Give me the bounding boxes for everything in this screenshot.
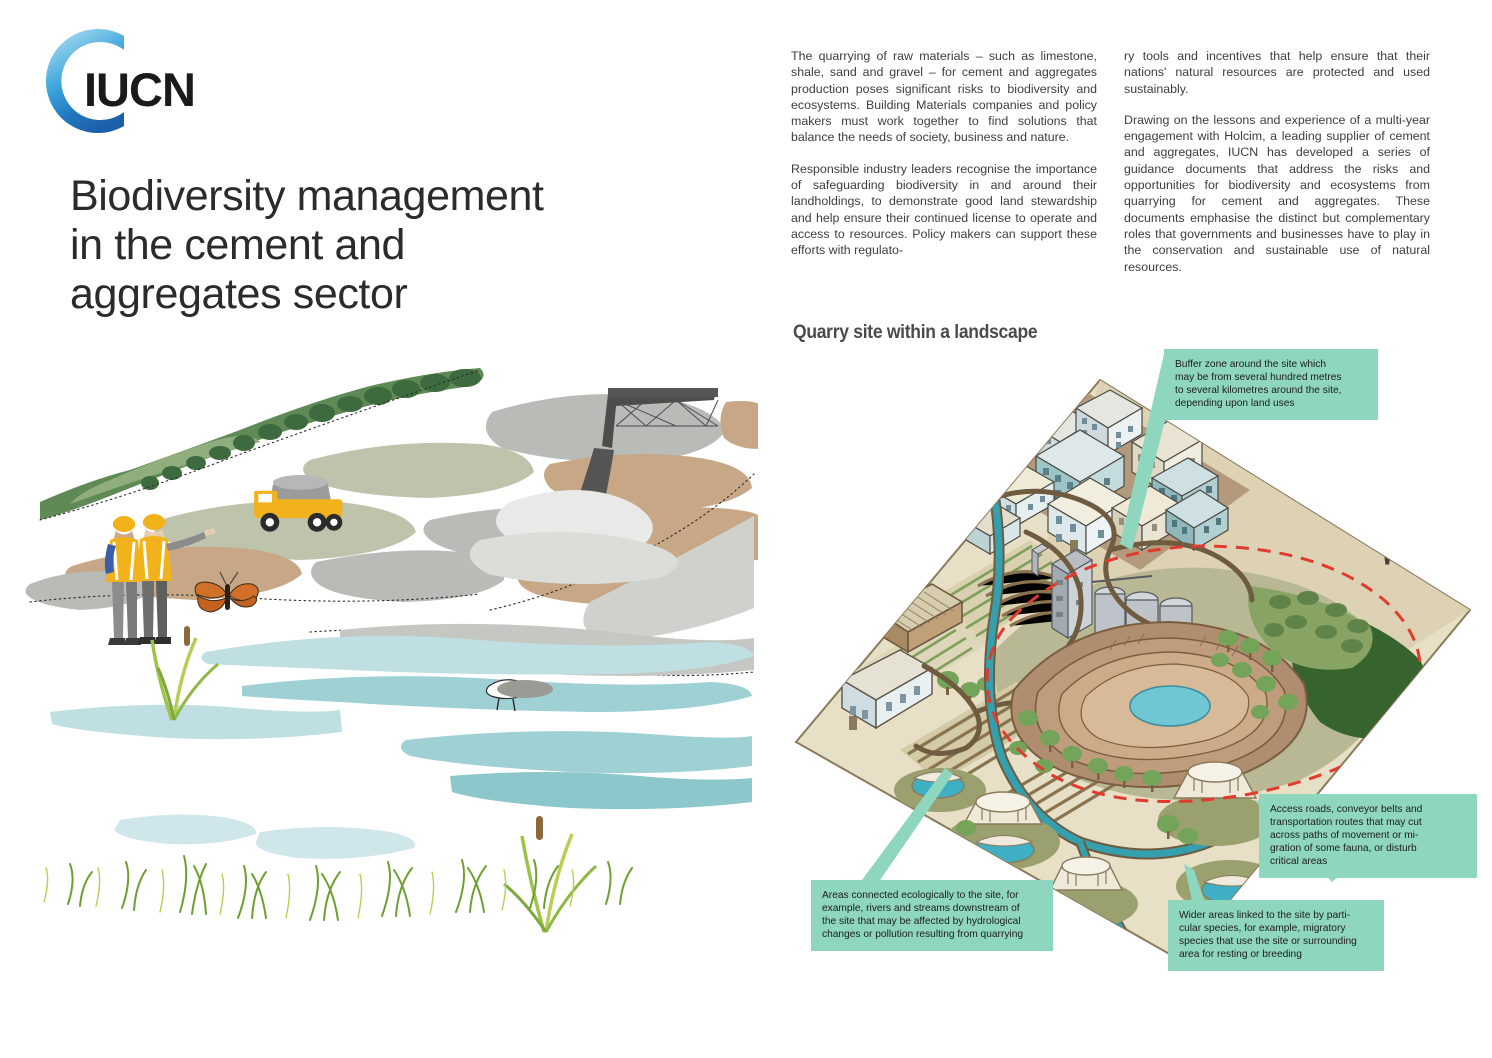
paragraph: The quarrying of raw materials – such as…: [791, 49, 1097, 145]
dump-truck-icon: [254, 475, 343, 532]
ridge-trees: [141, 369, 481, 490]
paragraph: ry tools and incentives that help ensure…: [1124, 49, 1430, 96]
iucn-c-ring-icon: [45, 29, 124, 134]
callout-line: example, rivers and streams downstream o…: [822, 903, 1020, 915]
page-title: Biodiversity management in the cement an…: [70, 172, 710, 319]
title-line-2: in the cement and: [70, 221, 406, 269]
site-boundary-dashed: [985, 544, 1422, 804]
wetland-pools: [50, 636, 755, 859]
callout-line: changes or pollution resulting from quar…: [822, 929, 1024, 941]
callout-buffer-zone: Buffer zone around the site which may be…: [1164, 349, 1378, 421]
rock-small: [497, 680, 553, 698]
callout-line: transportation routes that may cut: [1270, 817, 1422, 829]
callout-line: cular species, for example, migratory: [1179, 923, 1346, 935]
paragraph: Drawing on the lessons and experience of…: [1124, 112, 1430, 274]
conveyor-stacker-icon: [576, 388, 719, 504]
iucn-wordmark: IUCN: [84, 63, 196, 116]
callout-line: across paths of movement or mi-: [1270, 830, 1419, 842]
quarry-wetland-illustration: [25, 368, 758, 933]
forest-canopy-blobs: [1264, 591, 1369, 653]
section-heading: Quarry site within a landscape: [793, 322, 1038, 343]
foreground-grass-light: [43, 867, 575, 919]
callout-line: species that use the site or surrounding: [1179, 936, 1357, 948]
butterfly-icon: [194, 571, 259, 613]
callout-line: Wider areas linked to the site by parti-: [1179, 910, 1350, 921]
callout-wider-areas: Wider areas linked to the site by parti-…: [1168, 900, 1384, 972]
callout-line: gration of some fauna, or disturb: [1270, 843, 1417, 855]
quarry-pond: [1129, 685, 1211, 727]
body-column-right: ry tools and incentives that help ensure…: [1124, 48, 1430, 290]
callout-line: the site that may be affected by hydrolo…: [822, 916, 1021, 928]
callout-line: depending upon land uses: [1175, 398, 1295, 410]
callout-line: area for resting or breeding: [1179, 949, 1302, 961]
surveyor-pair: [104, 514, 216, 645]
farmhouse-icon: [840, 649, 934, 730]
callout-line: may be from several hundred metres: [1175, 372, 1342, 384]
quarry-pit: [1010, 620, 1308, 788]
callout-line: to several kilometres around the site,: [1175, 385, 1342, 397]
scree-slope: [583, 516, 754, 642]
reeds-center: [503, 816, 598, 933]
callout-line: critical areas: [1270, 856, 1328, 868]
callout-access-roads: Access roads, conveyor belts and transpo…: [1259, 794, 1477, 879]
iucn-logo: IUCN: [36, 22, 196, 142]
body-column-left: The quarrying of raw materials – such as…: [791, 48, 1097, 274]
site-trees: [1009, 630, 1298, 792]
roads: [913, 488, 1255, 756]
callout-line: Areas connected ecologically to the site…: [822, 890, 1019, 901]
foreground-grass: [67, 855, 633, 921]
callout-connected-areas: Areas connected ecologically to the site…: [811, 880, 1053, 952]
paragraph: Responsible industry leaders recognise t…: [791, 161, 1097, 258]
barn-icon: [876, 583, 964, 654]
quarry-landscape-map: [794, 354, 1472, 962]
title-line-3: aggregates sector: [70, 270, 408, 318]
callout-line: Access roads, conveyor belts and: [1270, 804, 1423, 815]
stockpile-2: [469, 531, 678, 585]
title-line-1: Biodiversity management: [70, 172, 544, 220]
callout-line: Buffer zone around the site which: [1175, 359, 1327, 370]
reeds-left: [150, 626, 219, 721]
